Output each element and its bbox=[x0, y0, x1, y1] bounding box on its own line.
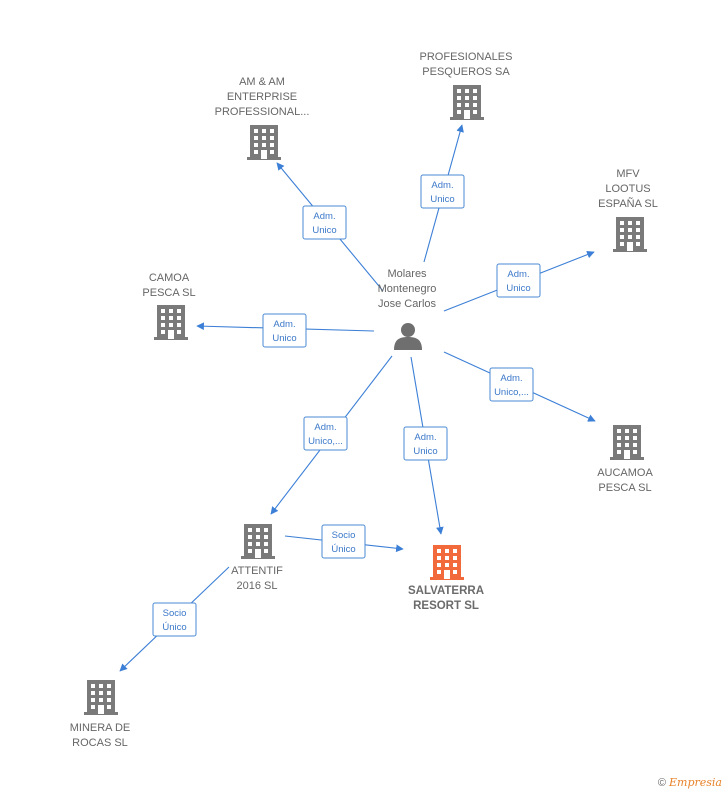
edge-label-box bbox=[496, 263, 541, 298]
node-label-line: CAMOA bbox=[149, 272, 190, 284]
node-label-line: ENTERPRISE bbox=[227, 91, 297, 103]
edge-label-text: Adm. bbox=[273, 319, 295, 330]
edge-label-text: Unico,... bbox=[494, 387, 529, 398]
node-label-line: ATTENTIF bbox=[231, 565, 283, 577]
edge-labels-layer: Adm.UnicoAdm.UnicoAdm.UnicoAdm.UnicoAdm.… bbox=[152, 174, 541, 637]
copyright-footer: © Empresia bbox=[658, 776, 722, 789]
company-node-aucamoa[interactable] bbox=[610, 425, 644, 460]
node-label-line: ROCAS SL bbox=[72, 737, 128, 749]
copyright-icon: © bbox=[657, 777, 666, 789]
node-label-line: AM & AM bbox=[239, 76, 285, 88]
company-node-profesionales[interactable] bbox=[450, 85, 484, 120]
person-node-molares[interactable] bbox=[394, 323, 422, 350]
edge-label-molares-mfv[interactable]: Adm. Unico bbox=[496, 263, 541, 298]
node-label-line: MFV bbox=[616, 168, 640, 180]
node-label-minera: MINERA DE ROCAS SL bbox=[70, 722, 131, 749]
edge-label-text: Unico bbox=[272, 333, 296, 344]
edge-label-molares-salvaterra[interactable]: Adm. Unico bbox=[403, 426, 448, 461]
building-icon bbox=[247, 125, 281, 160]
edge-label-box bbox=[420, 174, 465, 209]
edge-label-molares-aucamoa[interactable]: Adm. Unico,... bbox=[489, 367, 534, 402]
node-label-mfv: MFV LOOTUS ESPAÑA SL bbox=[598, 168, 658, 210]
edge-label-box bbox=[302, 205, 347, 240]
building-icon bbox=[610, 425, 644, 460]
company-node-camoa[interactable] bbox=[154, 305, 188, 340]
node-label-camoa: CAMOA PESCA SL bbox=[142, 272, 195, 299]
building-icon bbox=[613, 217, 647, 252]
edge-label-molares-profesionales[interactable]: Adm. Unico bbox=[420, 174, 465, 209]
company-node-attentif[interactable] bbox=[241, 524, 275, 559]
edge-label-text: Adm. bbox=[414, 432, 436, 443]
node-label-line: Montenegro bbox=[378, 283, 437, 295]
node-label-line: 2016 SL bbox=[237, 580, 278, 592]
building-icon bbox=[450, 85, 484, 120]
building-icon bbox=[430, 545, 464, 580]
edge-label-text: Unico,... bbox=[308, 436, 343, 447]
node-label-line: PESCA SL bbox=[142, 287, 195, 299]
node-label-line: PROFESSIONAL... bbox=[215, 106, 310, 118]
node-label-line: AUCAMOA bbox=[597, 467, 653, 479]
person-icon bbox=[394, 323, 422, 350]
building-icon bbox=[154, 305, 188, 340]
edge-label-box bbox=[403, 426, 448, 461]
edge-label-text: Socio bbox=[332, 530, 356, 541]
building-icon bbox=[241, 524, 275, 559]
edge-label-text: Adm. bbox=[507, 269, 529, 280]
edge-label-molares-camoa[interactable]: Adm. Unico bbox=[262, 313, 307, 348]
edge-label-molares-attentif[interactable]: Adm. Unico,... bbox=[303, 416, 348, 451]
company-node-salvaterra[interactable] bbox=[430, 545, 464, 580]
edge-label-box bbox=[262, 313, 307, 348]
edge-label-text: Unico bbox=[312, 225, 336, 236]
edge-label-text: Único bbox=[331, 544, 355, 555]
node-label-profesionales: PROFESIONALES PESQUEROS SA bbox=[420, 51, 513, 78]
node-label-line: ESPAÑA SL bbox=[598, 197, 658, 210]
node-label-line: MINERA DE bbox=[70, 722, 131, 734]
node-label-line: PROFESIONALES bbox=[420, 51, 513, 63]
node-label-line: Molares bbox=[387, 268, 427, 280]
company-node-minera[interactable] bbox=[84, 680, 118, 715]
building-icon bbox=[84, 680, 118, 715]
edge-label-text: Unico bbox=[413, 446, 437, 457]
node-label-aucamoa: AUCAMOA PESCA SL bbox=[597, 467, 653, 494]
edge-label-box bbox=[152, 602, 197, 637]
node-label-line: Jose Carlos bbox=[378, 298, 437, 310]
node-label-am: AM & AM ENTERPRISE PROFESSIONAL... bbox=[215, 76, 310, 118]
edge-label-box bbox=[489, 367, 534, 402]
edge-label-text: Unico bbox=[506, 283, 530, 294]
company-node-am[interactable] bbox=[247, 125, 281, 160]
node-label-line: LOOTUS bbox=[605, 183, 650, 195]
company-node-mfv[interactable] bbox=[613, 217, 647, 252]
node-label-line: PESCA SL bbox=[598, 482, 651, 494]
edge-label-text: Unico bbox=[430, 194, 454, 205]
edge-label-text: Adm. bbox=[313, 211, 335, 222]
edge-label-box bbox=[321, 524, 366, 559]
edge-label-box bbox=[303, 416, 348, 451]
node-label-attentif: ATTENTIF 2016 SL bbox=[231, 565, 283, 592]
edge-label-text: Adm. bbox=[431, 180, 453, 191]
edge-label-text: Socio bbox=[163, 608, 187, 619]
node-label-salvaterra: SALVATERRA RESORT SL bbox=[408, 585, 484, 612]
edge-label-molares-am[interactable]: Adm. Unico bbox=[302, 205, 347, 240]
edge-label-text: Único bbox=[162, 622, 186, 633]
node-label-line: PESQUEROS SA bbox=[422, 66, 510, 78]
edge-label-text: Adm. bbox=[500, 373, 522, 384]
brand-logo[interactable]: Empresia bbox=[669, 776, 722, 789]
node-label-line: SALVATERRA bbox=[408, 585, 484, 597]
edge-label-text: Adm. bbox=[314, 422, 336, 433]
node-label-line: RESORT SL bbox=[413, 600, 479, 612]
